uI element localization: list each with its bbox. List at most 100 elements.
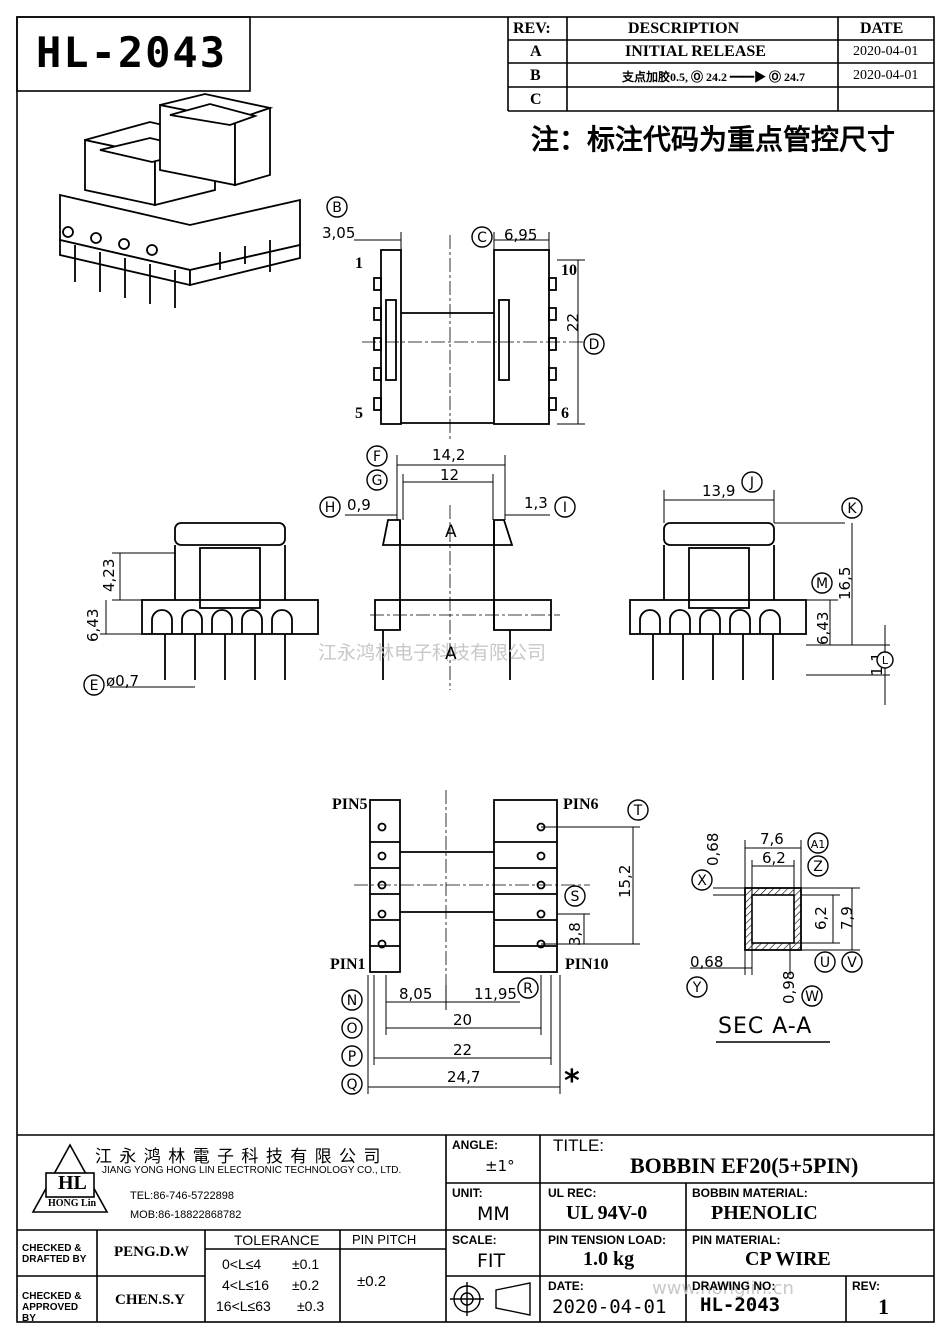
sheet-border [16,16,935,1323]
dim-h: 0,9 [347,496,371,514]
company-tel: TEL:86-746-5722898 [130,1190,234,1202]
dim-top-height: 4,23 [100,558,118,592]
drafted-name: PENG.D.W [114,1244,189,1260]
title-value: BOBBIN EF20(5+5PIN) [630,1153,859,1178]
angle-value: ±1° [485,1157,515,1175]
tolerance-label: TOLERANCE [234,1232,320,1248]
tolerance-value-1: ±0.1 [292,1256,320,1272]
rev-b-date: 2020-04-01 [853,68,919,83]
dim-t: 15,2 [616,864,634,898]
top-pin-5: 5 [355,405,363,422]
side-left-view [141,522,319,680]
section-label: SEC A-A [718,1014,813,1039]
company-name-cn: 江 永 鸿 林 電 子 科 技 有 限 公 司 [95,1147,382,1167]
material-value: PHENOLIC [711,1202,818,1224]
revision-table-grid [507,17,934,112]
dim-r-right: 11,95 [474,985,517,1003]
front-view-dim-lines [345,455,550,520]
drawing-no-value: HL-2043 [700,1294,781,1316]
dim-b: 3,05 [322,224,356,242]
logo-letters: HL [58,1172,87,1194]
pin-material-label: PIN MATERIAL: [692,1233,781,1247]
dim-k: 16,5 [836,566,854,600]
bottom-view-dim-lines [367,826,640,1094]
dim-v: 7,9 [838,906,856,930]
checked-approved-label: CHECKED & APPROVED BY [22,1291,82,1324]
dim-q: 24,7 [447,1068,481,1086]
rev-header: REV: [513,20,551,37]
ul-label: UL REC: [548,1186,597,1200]
section-mark-top: A [445,522,457,542]
pin6-label: PIN6 [563,796,599,813]
dim-z: 6,2 [762,849,786,867]
section-view [744,887,802,951]
angle-label: ANGLE: [452,1138,498,1152]
section-mark-bottom: A [445,644,457,664]
title-block-grid [17,1134,934,1322]
top-pin-10: 10 [561,262,577,279]
dim-u: 6,2 [812,906,830,930]
dim-a1: 7,6 [760,830,784,848]
description-header: DESCRIPTION [628,20,740,37]
top-view [373,249,557,425]
isometric-pins [74,240,271,308]
scale-value: FIT [477,1250,506,1272]
ul-value: UL 94V-0 [566,1202,648,1224]
rev-label: REV: [852,1279,881,1293]
dim-y: 0,68 [690,953,724,971]
dim-d: 22 [564,312,582,332]
top-pin-6: 6 [561,405,569,422]
dim-j: 13,9 [702,482,736,500]
part-number: HL-2043 [36,28,228,77]
bottom-view-centerlines [354,790,590,985]
tolerance-value-3: ±0.3 [297,1298,325,1314]
watermark-text: 江永鸿林电子科技有限公司 [318,642,547,664]
company-name-en: JIANG YONG HONG LIN ELECTRONIC TECHNOLOG… [102,1165,402,1176]
rev-value: 1 [878,1294,889,1319]
tolerance-value-2: ±0.2 [292,1277,320,1293]
rev-a-date: 2020-04-01 [853,44,919,59]
dim-r-left: 8,05 [399,985,433,1003]
part-number-box [16,16,251,92]
title-label: TITLE: [553,1136,605,1155]
tension-label: PIN TENSION LOAD: [548,1233,667,1247]
dim-l: 1,1 [868,652,886,676]
dim-f: 14,2 [432,446,466,464]
tolerance-range-3: 16<L≤63 [216,1298,271,1314]
dim-p: 22 [453,1041,473,1059]
side-left-dim-lines [100,552,195,688]
dim-x: 0,68 [704,832,722,866]
front-view [374,519,552,680]
approved-name: CHEN.S.Y [115,1292,186,1308]
top-pin-1: 1 [355,255,363,272]
dim-c: 6,95 [504,226,538,244]
dim-g: 12 [440,466,460,484]
tolerance-range-2: 4<L≤16 [222,1277,270,1293]
dim-m: 6,43 [814,611,832,645]
section-dim-lines [690,840,860,1043]
bottom-view [369,799,558,973]
front-view-centerlines [370,505,560,690]
drawing-no-label: DRAWING NO: [692,1279,776,1293]
projection-symbol-icon [450,1282,531,1316]
unit-value: MM [477,1203,510,1225]
pin1-label: PIN1 [330,956,366,973]
rev-b-description: 支点加胶0.5, Ⓞ 24.2 ━━▶ Ⓞ 24.7 [622,70,806,84]
checked-drafted-label: CHECKED & DRAFTED BY [22,1243,87,1265]
date-value: 2020-04-01 [552,1296,667,1318]
watermark-url: www.honglin.cn [652,1278,794,1299]
date-label: DATE: [548,1279,584,1293]
logo-name: HONG Lin [48,1198,97,1209]
rev-a-description: INITIAL RELEASE [625,43,766,60]
pin10-label: PIN10 [565,956,609,973]
rev-b-code: B [530,67,541,84]
rev-c-code: C [530,91,542,108]
dim-o: 20 [453,1011,473,1029]
side-right-view [629,522,807,680]
tension-value: 1.0 kg [583,1248,635,1270]
top-view-dim-lines [354,232,585,425]
company-mob: MOB:86-18822868782 [130,1209,242,1221]
tolerance-range-1: 0<L≤4 [222,1256,262,1272]
control-note: 注：标注代码为重点管控尺寸 [531,123,896,156]
